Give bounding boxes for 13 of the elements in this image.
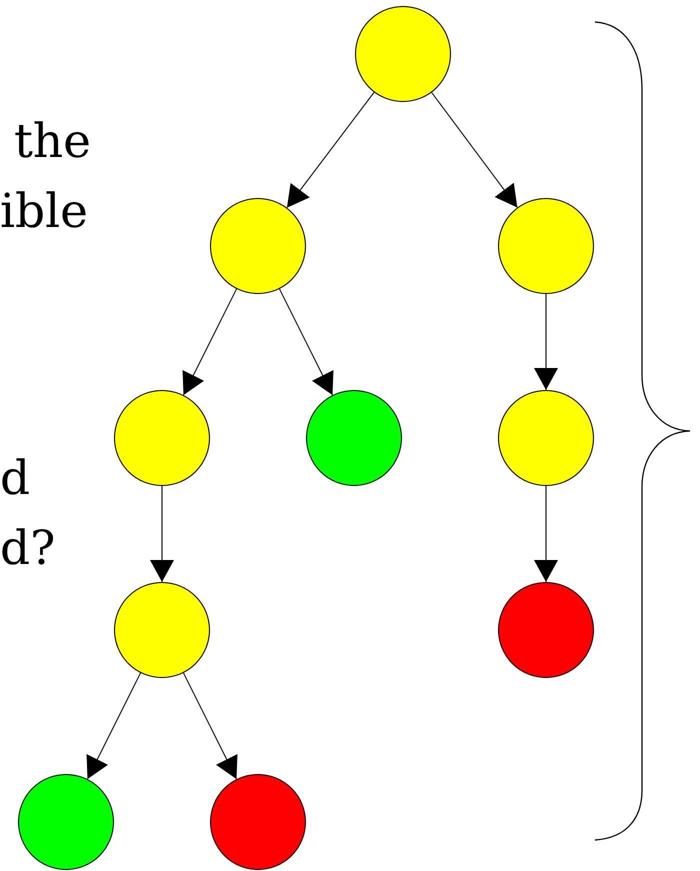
arrow — [278, 288, 334, 396]
arrow — [431, 92, 518, 208]
arrow — [182, 672, 238, 780]
partial-text: ible — [0, 188, 88, 235]
arrow — [150, 486, 174, 582]
partial-text: d? — [0, 525, 56, 572]
partial-text: the — [14, 118, 91, 165]
arrow — [182, 288, 238, 396]
partial-text: d — [0, 455, 30, 502]
arrow — [286, 92, 375, 208]
arrow — [534, 486, 558, 582]
arrow — [534, 294, 558, 390]
arrow — [86, 672, 142, 780]
